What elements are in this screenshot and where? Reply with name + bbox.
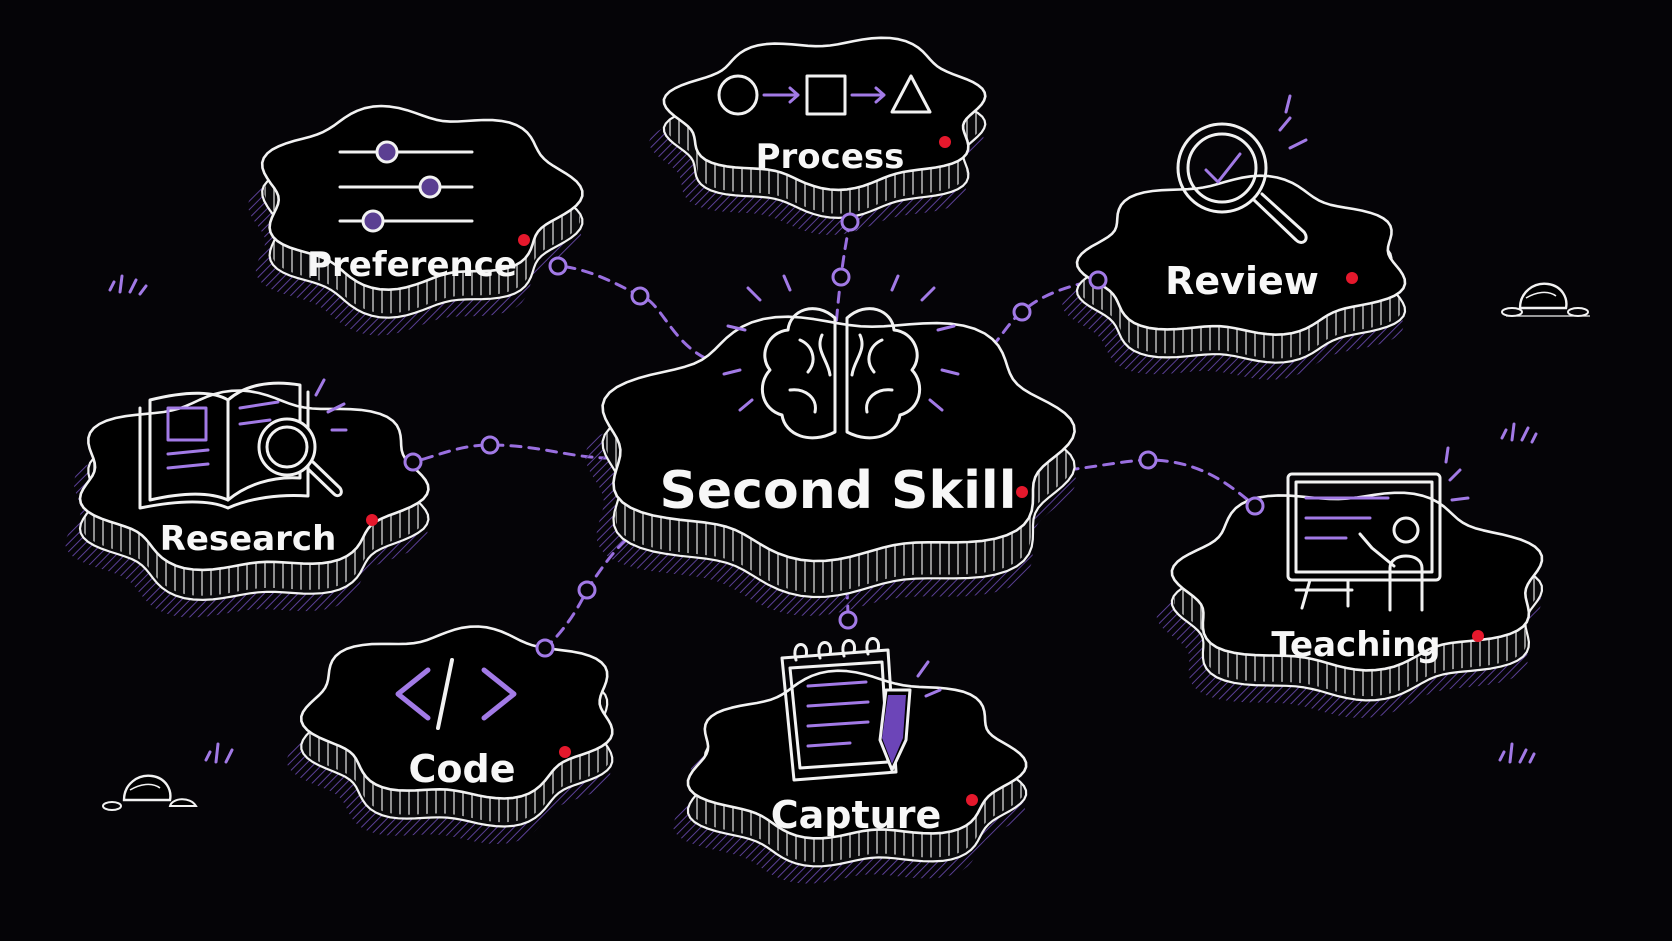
red-dot [1346, 272, 1358, 284]
grass-tuft [1498, 742, 1536, 764]
node-dot [548, 256, 568, 276]
whiteboard-teacher-icon [1286, 446, 1470, 612]
island-process [649, 36, 987, 235]
sliders-icon [338, 140, 474, 233]
research-label: Research [160, 519, 337, 559]
decorations [102, 274, 1590, 811]
node-dot [840, 212, 860, 232]
book-magnifier-icon [138, 378, 348, 510]
grass-tuft [204, 742, 234, 764]
center-label: Second Skill [659, 461, 1016, 521]
brain-icon [722, 274, 960, 440]
grass-tuft [1500, 422, 1538, 444]
node-dot [831, 267, 851, 287]
red-markers [366, 136, 1484, 806]
island-top [601, 315, 1076, 563]
grass-tuft [108, 274, 148, 296]
code-label: Code [409, 747, 516, 791]
node-dot [577, 580, 597, 600]
node-dot [480, 435, 500, 455]
rocks [1501, 282, 1590, 317]
red-dot [366, 514, 378, 526]
rocks [102, 774, 198, 811]
node-dot [1138, 450, 1158, 470]
island-code [286, 625, 614, 844]
capture-label: Capture [771, 793, 941, 837]
magnifier-check-icon [1176, 94, 1308, 244]
node-dot [535, 638, 555, 658]
island-second-skill [585, 315, 1077, 616]
island-top [300, 625, 614, 800]
connector-nodes [403, 212, 1265, 658]
notepad-pen-icon [780, 637, 942, 782]
island-teaching [1156, 491, 1544, 718]
preference-label: Preference [307, 245, 517, 285]
teaching-label: Teaching [1271, 625, 1440, 665]
island-capture [673, 669, 1028, 884]
node-dot [1245, 496, 1265, 516]
red-dot [1472, 630, 1484, 642]
red-dot [559, 746, 571, 758]
connector-teaching [1066, 458, 1257, 508]
red-dot [1016, 486, 1028, 498]
shape-flow-icon [717, 74, 932, 116]
red-dot [518, 234, 530, 246]
node-dot [1012, 302, 1032, 322]
island-top [1075, 174, 1407, 336]
island-top [686, 669, 1028, 840]
review-label: Review [1165, 259, 1319, 303]
island-review [1062, 174, 1407, 380]
red-dot [966, 794, 978, 806]
connector-preference [556, 264, 707, 360]
connector-research [411, 443, 612, 464]
island-top [1170, 491, 1544, 672]
node-dot [838, 610, 858, 630]
red-dot [939, 136, 951, 148]
process-label: Process [756, 137, 905, 177]
node-dot [1088, 270, 1108, 290]
labels: Second Skill Process Preference Review R… [160, 137, 1441, 837]
node-dot [630, 286, 650, 306]
node-dot [403, 452, 423, 472]
code-brackets-icon [395, 658, 517, 730]
